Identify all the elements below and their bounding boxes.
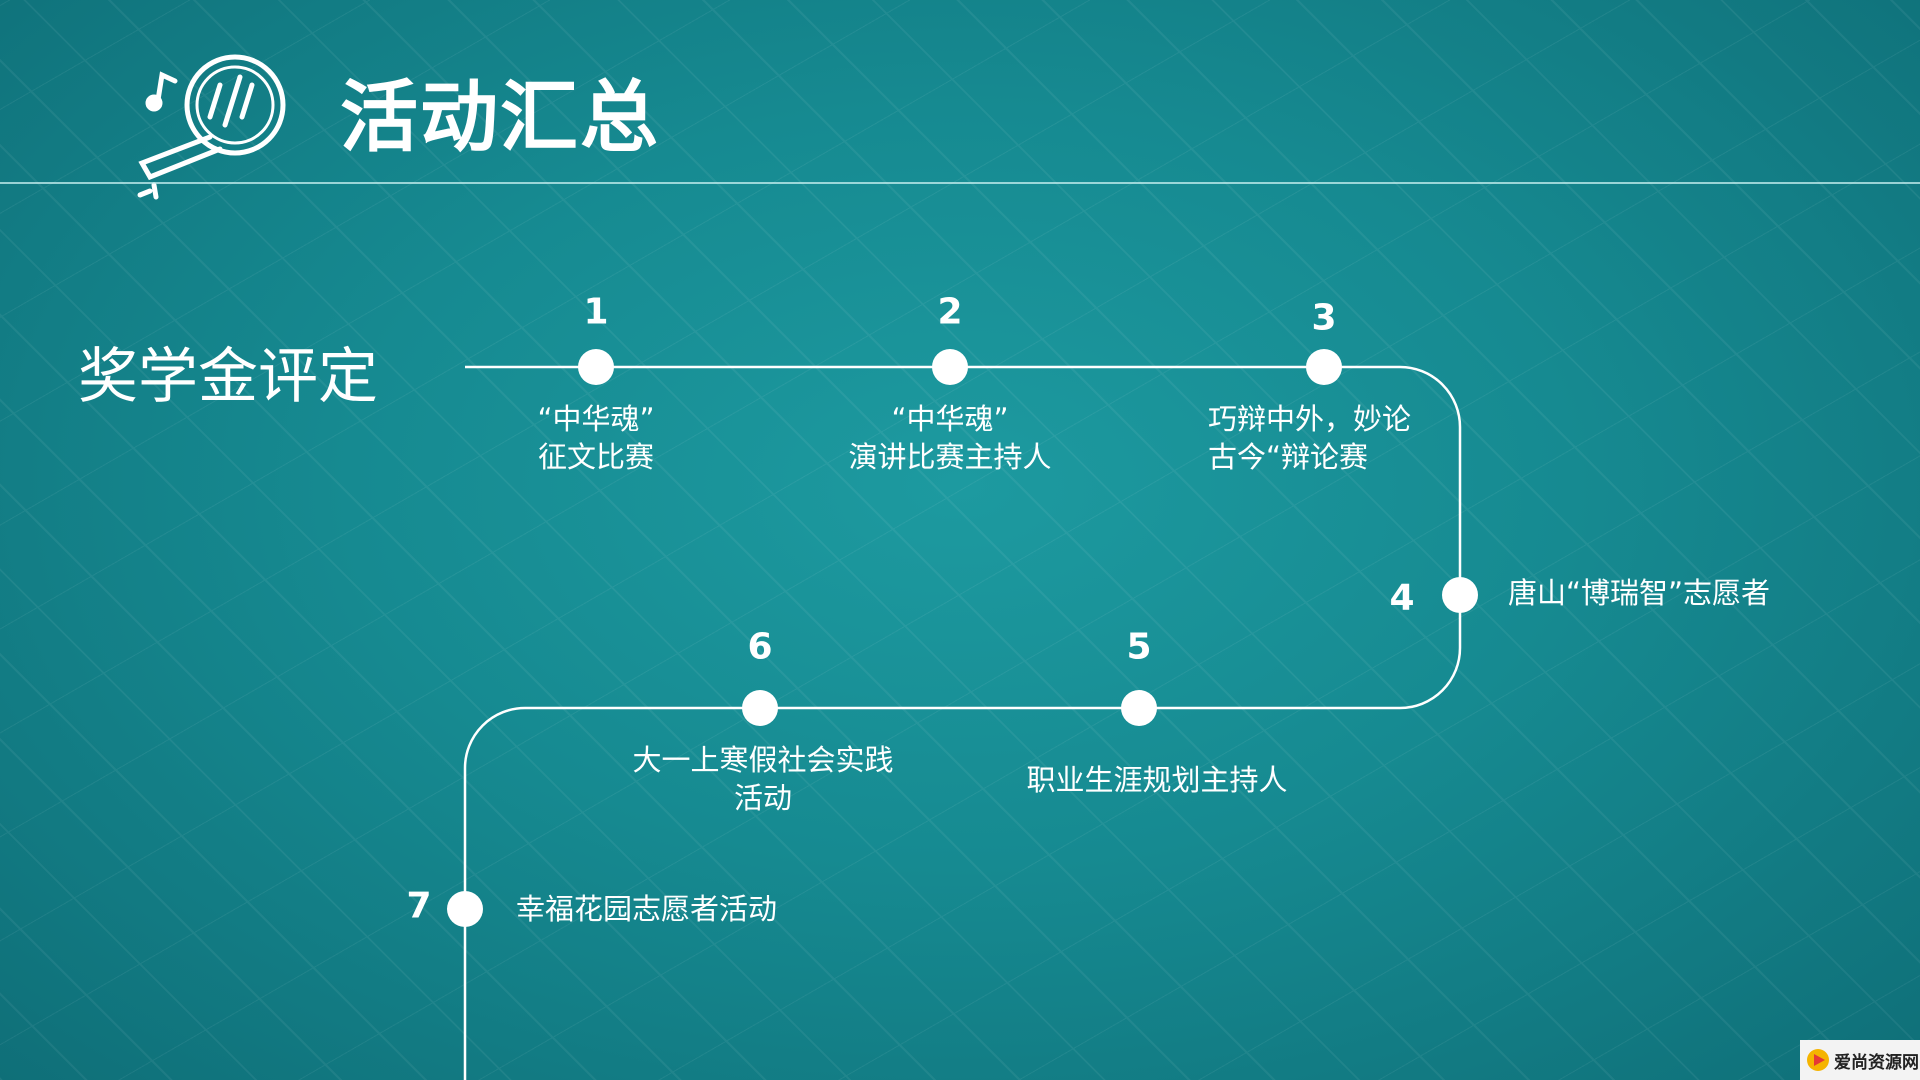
label-line: 征文比赛 — [537, 440, 654, 474]
step-number: 3 — [1311, 297, 1337, 339]
label-line: 大一上寒假社会实践 — [632, 743, 894, 777]
label-line: 幸福花园志愿者活动 — [516, 892, 778, 926]
label-line: “中华魂” — [537, 402, 655, 436]
watermark: 爱尚资源网 — [1800, 1040, 1920, 1080]
timeline-node-2 — [932, 349, 968, 385]
step-label-1: “中华魂” 征文比赛 — [537, 400, 654, 476]
play-logo-icon — [1807, 1049, 1829, 1071]
step-number: 4 — [1389, 577, 1415, 619]
label-line: 巧辩中外，妙论 — [1208, 402, 1412, 436]
step-number: 2 — [937, 291, 963, 333]
timeline-node-6 — [742, 690, 778, 726]
label-line: 演讲比赛主持人 — [848, 440, 1052, 474]
step-label-7: 幸福花园志愿者活动 — [516, 890, 777, 928]
step-number: 7 — [406, 885, 432, 927]
magnifier-icon — [137, 54, 286, 200]
step-label-6: 大一上寒假社会实践 活动 — [632, 741, 893, 817]
section-title: 奖学金评定 — [78, 342, 378, 412]
timeline-node-3 — [1306, 349, 1342, 385]
step-label-2: “中华魂” 演讲比赛主持人 — [848, 400, 1051, 476]
timeline-node-7 — [447, 891, 483, 927]
step-label-5: 职业生涯规划主持人 — [1026, 761, 1287, 799]
step-number: 5 — [1126, 626, 1152, 668]
timeline-node-1 — [578, 349, 614, 385]
label-line: 职业生涯规划主持人 — [1026, 763, 1288, 797]
step-label-3: 巧辩中外，妙论 古今“辩论赛 — [1208, 400, 1411, 476]
label-line: 活动 — [733, 781, 793, 815]
label-line: 古今“辩论赛 — [1208, 440, 1369, 474]
label-line: “中华魂” — [891, 402, 1009, 436]
step-number: 6 — [747, 626, 773, 668]
timeline-node-5 — [1121, 690, 1157, 726]
header-divider — [0, 182, 1920, 184]
page-title: 活动汇总 — [340, 73, 661, 163]
step-number: 1 — [583, 291, 609, 333]
watermark-text: 爱尚资源网 — [1834, 1052, 1919, 1073]
step-label-4: 唐山“博瑞智”志愿者 — [1508, 574, 1770, 612]
timeline-node-4 — [1442, 577, 1478, 613]
label-line: 唐山“博瑞智”志愿者 — [1508, 576, 1771, 610]
